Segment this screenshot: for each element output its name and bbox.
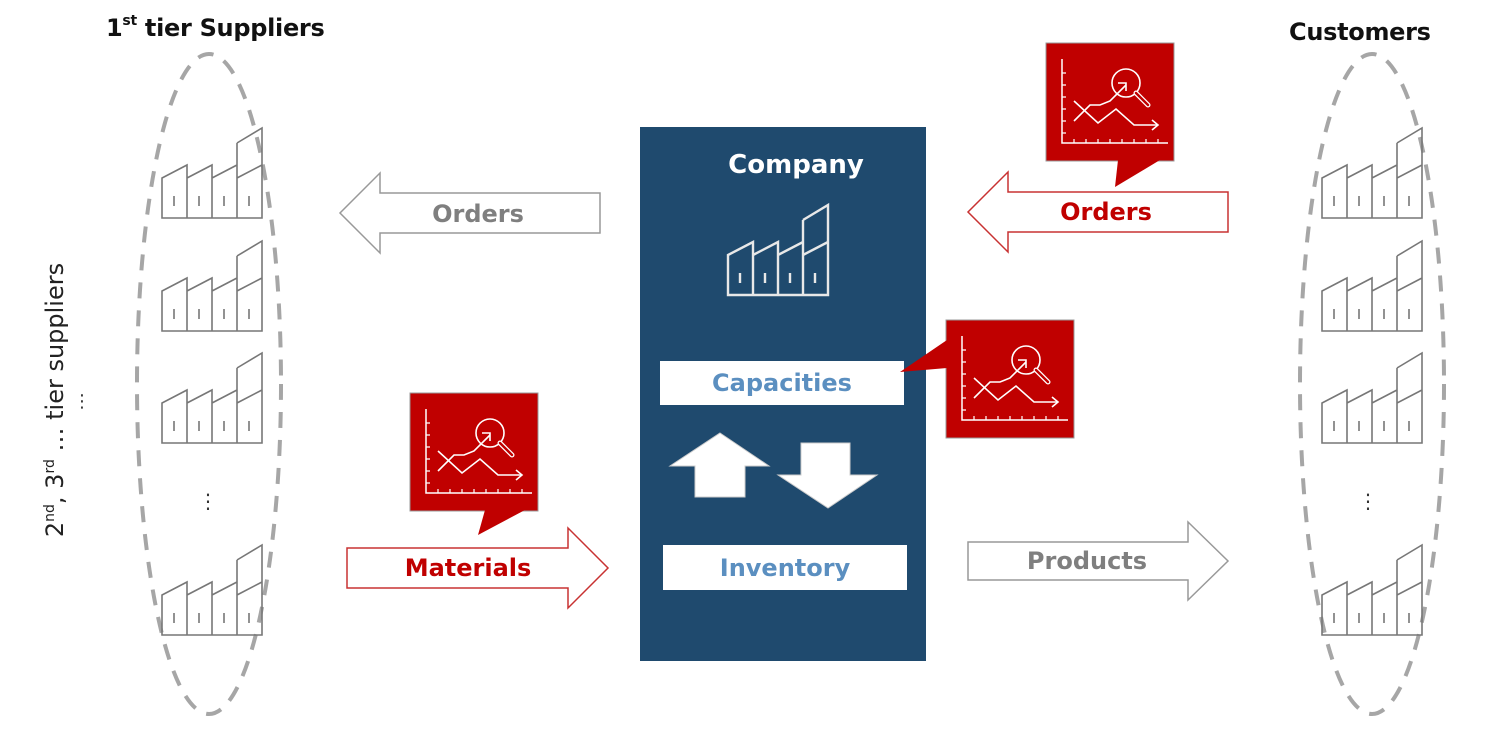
callout-tail [900,340,947,372]
analytics-callout-customers [1046,43,1174,187]
materials-arrow [346,526,610,610]
orders-to-suppliers-arrow [338,171,601,255]
analytics-chart-icon [946,320,1074,438]
customers-group-ellipse [1298,52,1446,716]
suppliers-heading-text: tier Suppliers [136,14,325,42]
suppliers-heading: 1st tier Suppliers [106,13,325,42]
analytics-chart-icon [410,393,538,511]
arrow-down-icon [776,442,879,509]
arrow-up-icon [668,432,771,498]
customers-ellipsis: ⋮ [1358,489,1378,513]
suppliers-heading-number: 1 [106,14,123,42]
company-factory-icon [726,203,830,297]
orders-from-customers-arrow [966,170,1229,254]
customer-factory-icon [1321,352,1423,444]
products-label: Products [1027,547,1147,575]
suppliers-group-ellipse [135,52,283,716]
inventory-box: Inventory [663,545,907,590]
capacities-box: Capacities [660,361,904,405]
products-arrow [967,520,1230,602]
analytics-chart-icon [1046,43,1174,161]
orders-to-suppliers-label: Orders [432,200,524,228]
supplier-factory-icon [161,127,263,219]
analytics-callout-capacities [900,320,1074,438]
orders-from-customers-label: Orders [1060,198,1152,226]
customers-heading: Customers [1289,18,1431,46]
callout-tail [1115,160,1160,187]
materials-label: Materials [405,554,532,582]
supplier-factory-icon [161,544,263,636]
supplier-factory-icon [161,352,263,444]
customer-factory-icon [1321,544,1423,636]
suppliers-ellipsis: ⋮ [198,489,218,513]
suppliers-heading-ordinal: st [122,13,137,29]
customer-factory-icon [1321,240,1423,332]
company-title: Company [728,150,864,180]
callout-tail [478,510,525,535]
customer-factory-icon [1321,127,1423,219]
analytics-callout-materials [410,393,538,535]
supplier-factory-icon [161,240,263,332]
